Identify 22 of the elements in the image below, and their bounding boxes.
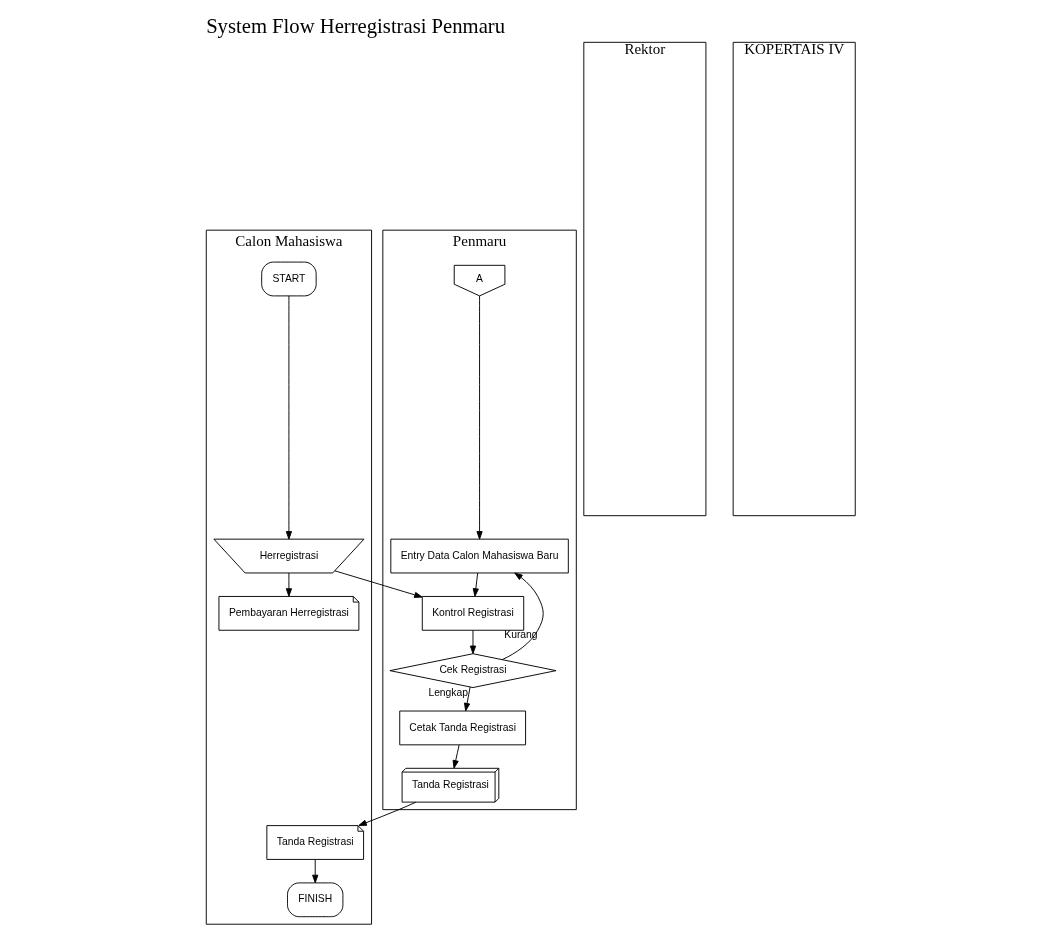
arrow [358, 801, 417, 826]
arrow [472, 572, 479, 597]
edge-label: Lengkap [428, 686, 469, 698]
arrow [469, 629, 477, 654]
node-diamond: Cek Registrasi [389, 653, 557, 688]
edge-label: Kurang [504, 629, 538, 641]
arrow [476, 295, 483, 540]
node-box: Kontrol Registrasi [421, 595, 525, 631]
node-box: KOPERTAIS IV [732, 41, 856, 517]
arrow [312, 859, 319, 884]
arrow [285, 572, 293, 597]
node-box: FINISH [287, 882, 344, 918]
node-box: Rektor [583, 41, 707, 517]
node-box: Entry Data Calon Mahasiswa Baru [390, 538, 569, 574]
node-box: Cetak Tanda Registrasi [399, 710, 527, 746]
node-box: START [261, 261, 317, 297]
arrow [464, 686, 471, 712]
arrow [501, 572, 544, 661]
arrow [334, 570, 423, 598]
arrow [285, 295, 293, 540]
diagram-title: System Flow Herregistrasi Penmaru [206, 14, 506, 37]
arrow [452, 744, 460, 769]
